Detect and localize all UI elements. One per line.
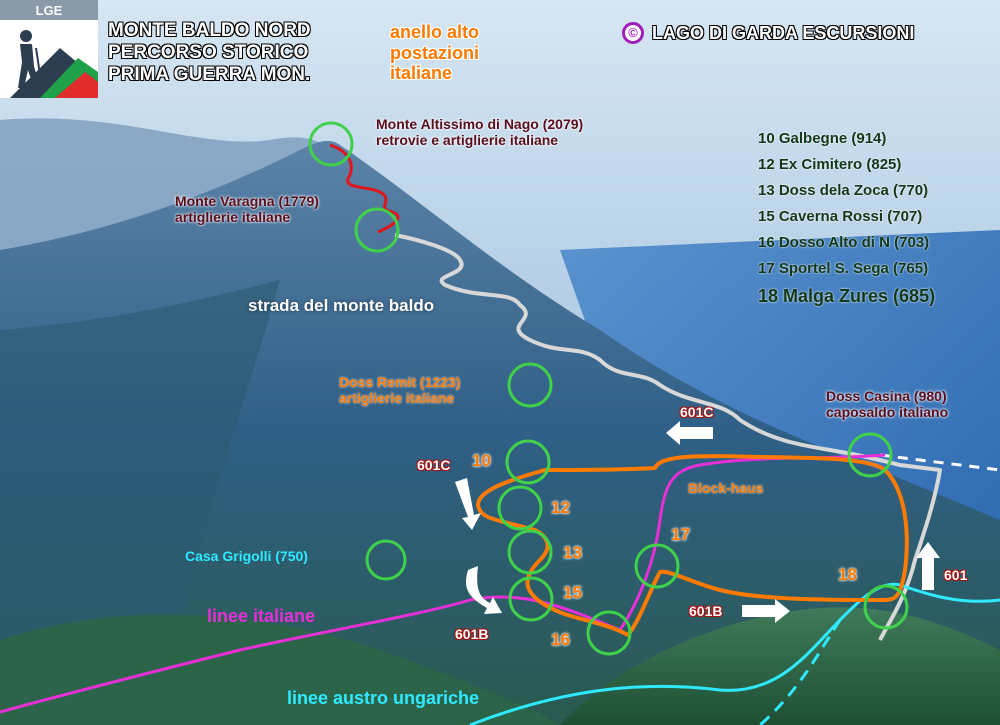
place-name: Monte Altissimo di Nago (2079) xyxy=(376,116,584,132)
label-remit: Doss Remit (1223) artiglierie italiane xyxy=(339,374,460,406)
label-altissimo: Monte Altissimo di Nago (2079) retrovie … xyxy=(376,116,583,148)
subtitle-line: italiane xyxy=(390,63,453,84)
circle-17 xyxy=(634,543,680,589)
road-path xyxy=(394,233,942,641)
circle-grigolli xyxy=(365,539,407,581)
place-note: retrovie e artiglierie italiane xyxy=(376,132,559,149)
arrow-left-icon xyxy=(666,421,713,445)
arrow-down-icon xyxy=(455,478,481,530)
waypoint-16: 16 xyxy=(551,630,570,649)
waypoint-17: 17 xyxy=(671,525,690,544)
title-line: MONTE BALDO NORD xyxy=(108,20,311,41)
label-road: strada del monte baldo xyxy=(248,296,435,315)
label-varagna: Monte Varagna (1779) artiglierie italian… xyxy=(175,193,319,225)
map-subtitle: anello alto postazioni italiane xyxy=(390,22,479,84)
circle-12 xyxy=(497,485,543,531)
waypoint-10: 10 xyxy=(472,451,491,470)
code-601: 601 xyxy=(944,567,968,583)
stop-item: 12 Ex Cimitero (825) xyxy=(758,156,902,173)
foreground-slope xyxy=(0,614,560,725)
trench-path xyxy=(329,143,400,234)
label-austro-line: linee austro ungariche xyxy=(287,688,480,708)
circle-13 xyxy=(507,529,553,575)
subtitle-line: anello alto xyxy=(390,22,480,42)
austro-line-dashed xyxy=(759,619,842,725)
stop-item: 13 Doss dela Zoca (770) xyxy=(758,182,929,199)
stop-item: 15 Caverna Rossi (707) xyxy=(758,208,923,225)
arrow-curve-icon xyxy=(466,566,502,614)
waypoint-15: 15 xyxy=(563,583,582,602)
arrow-up-icon xyxy=(916,542,940,590)
foreground-hill xyxy=(560,607,1000,725)
arrow-right-icon xyxy=(742,599,790,623)
place-name: Monte Varagna (1779) xyxy=(175,193,319,209)
stop-item: 18 Malga Zures (685) xyxy=(758,286,936,306)
waypoint-12: 12 xyxy=(551,498,570,517)
circle-18 xyxy=(863,584,909,630)
label-casina: Doss Casina (980) caposaldo italiano xyxy=(826,388,948,420)
stop-item: 17 Sportel S. Sega (765) xyxy=(758,260,929,277)
title-line: PERCORSO STORICO xyxy=(108,41,309,63)
code-601c: 601C xyxy=(417,457,451,473)
austro-line xyxy=(469,582,1000,725)
subtitle-line: postazioni xyxy=(390,42,479,63)
waypoint-18: 18 xyxy=(838,565,857,584)
waypoint-13: 13 xyxy=(563,543,582,562)
stop-list: 10 Galbegne (914) 12 Ex Cimitero (825) 1… xyxy=(758,130,935,312)
road-dashed xyxy=(879,453,1000,472)
brand-text: LAGO DI GARDA ESCURSIONI xyxy=(652,22,915,43)
hiker-icon xyxy=(20,30,32,42)
italian-line xyxy=(0,453,886,714)
circle-casina xyxy=(847,432,893,478)
circle-15 xyxy=(508,576,554,622)
label-grigolli: Casa Grigolli (750) xyxy=(185,548,308,564)
copyright-icon: © xyxy=(622,22,644,44)
place-name: Doss Casina (980) xyxy=(826,388,947,404)
code-601c: 601C xyxy=(680,404,714,420)
circle-varagna xyxy=(354,207,400,253)
mountain xyxy=(0,140,1000,725)
place-name: Doss Remit (1223) xyxy=(339,374,461,390)
label-italian-line: linee italiane xyxy=(207,606,316,626)
title-line: PRIMA GUERRA MON. xyxy=(108,63,311,85)
logo: LGE xyxy=(0,0,98,98)
label-block-haus: Block-haus xyxy=(688,480,764,496)
map-title: MONTE BALDO NORD PERCORSO STORICO PRIMA … xyxy=(108,20,311,86)
circle-remit xyxy=(507,362,553,408)
logo-text: LGE xyxy=(36,3,63,18)
place-note: artiglierie italiane xyxy=(175,209,291,226)
brand: © LAGO DI GARDA ESCURSIONI xyxy=(622,22,914,44)
circle-16 xyxy=(586,610,632,656)
code-601b: 601B xyxy=(689,603,723,619)
place-note: caposaldo italiano xyxy=(826,404,949,421)
circle-10 xyxy=(505,439,551,485)
code-601b: 601B xyxy=(455,626,489,642)
place-note: artiglierie italiane xyxy=(339,390,455,407)
circle-altissimo xyxy=(308,121,354,167)
stop-item: 10 Galbegne (914) xyxy=(758,130,887,147)
stop-item: 16 Dosso Alto di N (703) xyxy=(758,234,930,251)
slope-shade xyxy=(0,280,280,725)
